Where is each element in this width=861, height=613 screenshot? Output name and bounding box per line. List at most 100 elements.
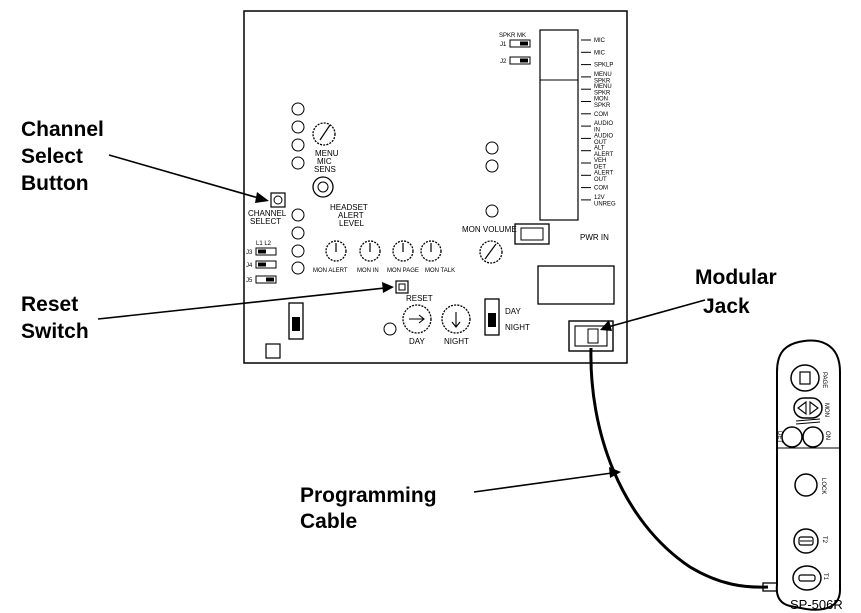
- callout-modular-jack: Modular Jack: [600, 266, 777, 331]
- mon-volume-label: MON VOLUME: [462, 225, 517, 234]
- mon-button: MON: [793, 397, 829, 419]
- terminal-label: MENU: [594, 84, 612, 90]
- indicator-led: [291, 244, 305, 258]
- leader-line: [108, 154, 263, 200]
- terminal-label: SPKR: [594, 103, 611, 109]
- callout-text: Channel: [21, 118, 104, 141]
- callout-text: Reset: [21, 293, 78, 316]
- leader-line: [607, 299, 706, 328]
- callout-text: Modular: [695, 266, 777, 289]
- board-outline: [243, 10, 628, 364]
- pwr-in-label: PWR IN: [580, 233, 609, 242]
- terminal-label: DET: [594, 165, 606, 171]
- mon-page-label: MON PAGE: [387, 268, 419, 274]
- night-potentiometer: [441, 304, 471, 334]
- terminal-label: AUDIO: [594, 121, 613, 127]
- callout-text: Programming: [300, 484, 437, 507]
- switch-day-label: DAY: [505, 307, 522, 316]
- module-block: [537, 265, 615, 305]
- t2-label: T2: [821, 536, 827, 544]
- indicator-led: [291, 156, 305, 170]
- headset-label: HEADSET: [330, 203, 368, 212]
- det-label: ON: [824, 431, 830, 440]
- channel-label: CHANNEL: [248, 209, 287, 218]
- jumper-l1-l2-label: L1 L2: [256, 241, 272, 247]
- mon-label: MON: [823, 403, 829, 417]
- jumper-header-spkr-mk: SPKR MK: [499, 33, 526, 39]
- mon-pot-2: [359, 240, 381, 262]
- callout-text: Switch: [21, 320, 89, 343]
- mic-sens-label: MIC: [317, 157, 332, 166]
- terminal-label: SPKLP: [594, 63, 613, 69]
- day-potentiometer: [402, 304, 432, 334]
- t2-button: T2: [793, 528, 827, 554]
- page-button: PAGE: [790, 364, 827, 392]
- mon-pot-4: [420, 240, 442, 262]
- indicator-led: [485, 204, 499, 218]
- mon-pot-1: [325, 240, 347, 262]
- select-label: SELECT: [250, 217, 281, 226]
- terminal-label: OUT: [594, 140, 607, 146]
- power-connector: [514, 223, 550, 245]
- leader-line: [97, 287, 386, 320]
- jumper-j1-label: J1: [500, 42, 507, 48]
- mounting-square: [265, 343, 281, 359]
- led: [383, 322, 397, 336]
- jumper-j3-label: J3: [246, 250, 253, 256]
- headset-alert-potentiometer: [312, 176, 334, 198]
- day-label: DAY: [409, 337, 426, 346]
- switch-night-label: NIGHT: [505, 323, 530, 332]
- det-label: DET: [776, 431, 782, 443]
- t1-button: T1: [792, 565, 828, 591]
- day-night-switch: [484, 298, 500, 336]
- mon-in-label: MON IN: [357, 268, 379, 274]
- terminal-label: ALERT: [594, 170, 614, 176]
- control-board: SPKR MK J1 J2 MICMICSPKLPMENUSPKRMENUSPK…: [243, 10, 628, 364]
- jumper-j3: [255, 247, 277, 256]
- arrow-head: [255, 192, 269, 203]
- terminal-label: MENU: [594, 72, 612, 78]
- page-label: PAGE: [821, 372, 827, 388]
- mon-volume-potentiometer: [479, 240, 503, 264]
- level-label: LEVEL: [339, 219, 364, 228]
- terminal-label: MIC: [594, 50, 606, 56]
- indicator-led: [291, 102, 305, 116]
- reset-switch: [395, 280, 409, 294]
- slide-switch: [288, 302, 304, 340]
- arrow-head: [600, 320, 612, 331]
- leader-line: [473, 472, 613, 493]
- terminal-label: ALT: [594, 146, 605, 152]
- reset-label: RESET: [406, 294, 433, 303]
- jumper-j4-label: J4: [246, 263, 253, 269]
- terminal-labels: MICMICSPKLPMENUSPKRMENUSPKRMONSPKRCOMAUD…: [581, 38, 616, 207]
- indicator-led: [291, 138, 305, 152]
- terminal-label: OUT: [594, 177, 607, 183]
- channel-select-button: [270, 192, 286, 208]
- det-button: DET ON: [776, 426, 830, 448]
- terminal-label: ALERT: [594, 152, 614, 158]
- jumper-j5-label: J5: [246, 278, 253, 284]
- mic-sens-label: SENS: [314, 165, 336, 174]
- indicator-led: [291, 261, 305, 275]
- terminal-label: IN: [594, 128, 600, 134]
- figure-reference: SP-506R: [790, 597, 843, 612]
- callout-programming-cable: Programming Cable: [300, 467, 621, 533]
- indicator-led: [291, 208, 305, 222]
- lock-label: LOCK: [820, 478, 826, 494]
- callout-text: Jack: [703, 295, 750, 318]
- jumper-j4: [255, 260, 277, 269]
- remote-body: [775, 339, 841, 611]
- programming-cable: [589, 347, 769, 589]
- mon-talk-label: MON TALK: [425, 268, 455, 274]
- terminal-label: COM: [594, 186, 608, 192]
- indicator-led: [485, 141, 499, 155]
- night-label: NIGHT: [444, 337, 469, 346]
- callout-text: Button: [21, 172, 89, 195]
- terminal-label: MIC: [594, 38, 606, 44]
- callout-channel-select: Channel Select Button: [21, 118, 269, 203]
- callout-reset-switch: Reset Switch: [21, 282, 394, 343]
- terminal-label: VEH: [594, 158, 606, 164]
- jumper-j2-label: J2: [500, 59, 507, 65]
- jumper-j5: [255, 275, 277, 284]
